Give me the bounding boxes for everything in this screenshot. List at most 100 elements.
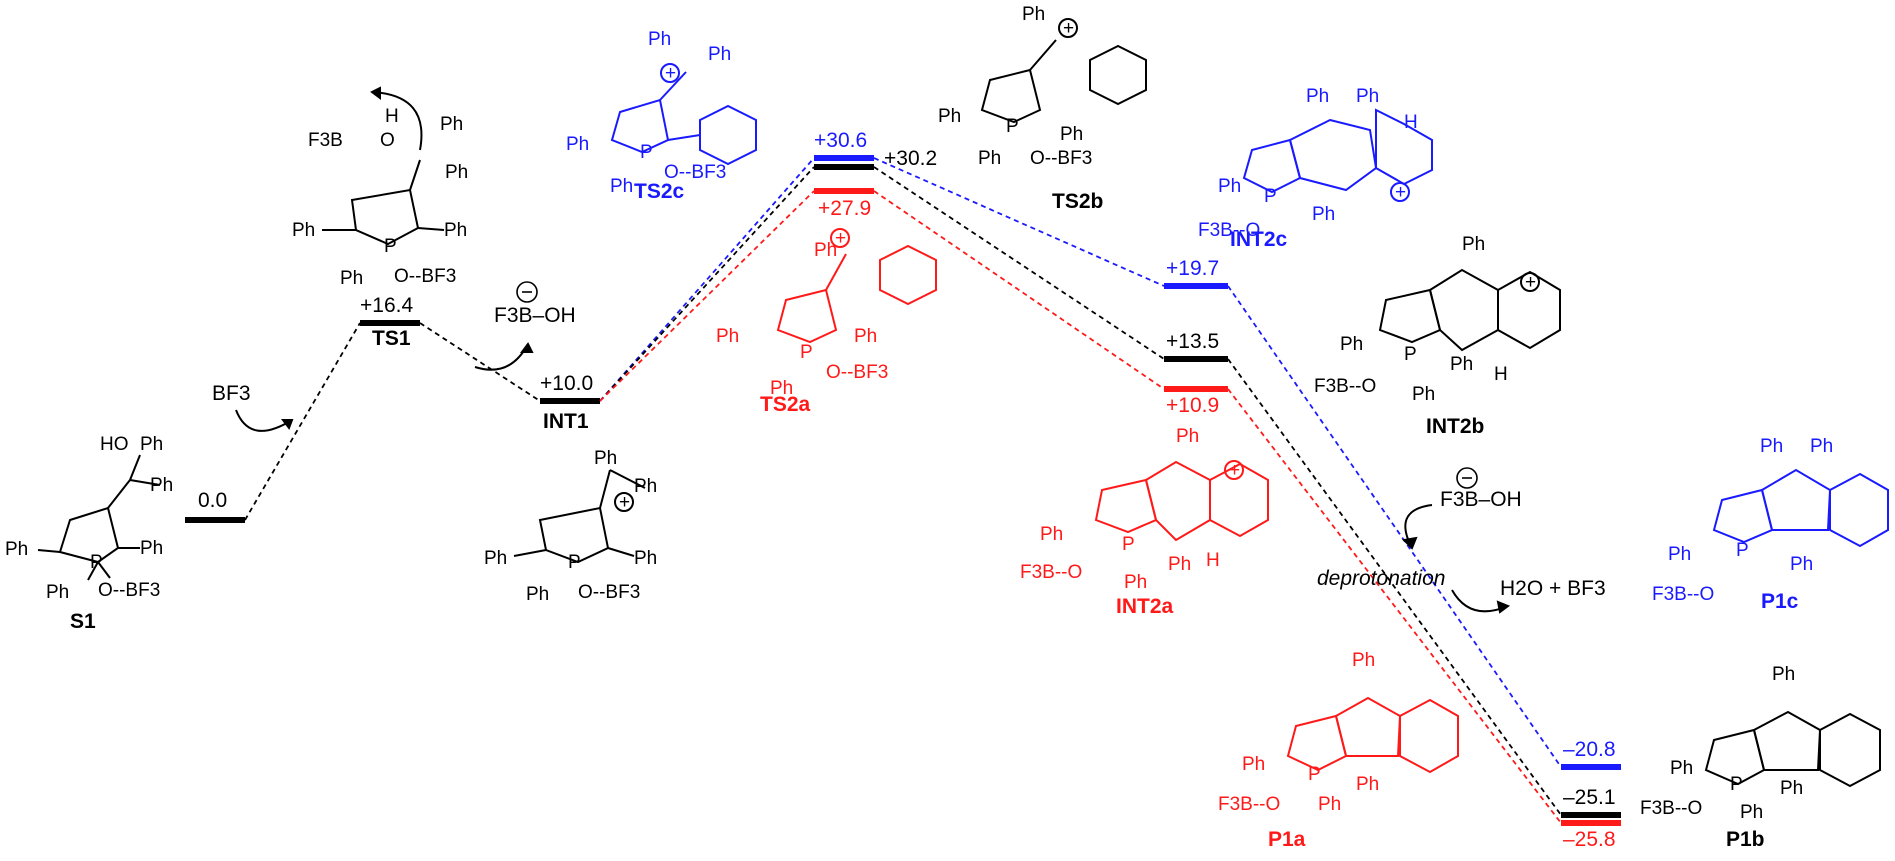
structure-ts2c-text: Ph Ph + Ph P Ph O--BF3: [566, 29, 731, 197]
svg-text:Ph: Ph: [444, 220, 467, 241]
svg-text:Ph: Ph: [445, 162, 468, 183]
minus-charge-1: [516, 281, 538, 303]
svg-text:HO: HO: [100, 434, 129, 455]
connector-int2b-p1b: [1227, 358, 1562, 816]
svg-text:Ph: Ph: [1306, 86, 1329, 107]
species-names: S1 TS1 INT1 TS2c TS2b TS2a INT2c INT2b I…: [70, 180, 1799, 851]
name-ts2a: TS2a: [760, 393, 811, 416]
svg-text:Ph: Ph: [484, 548, 507, 569]
minus-charge-2: [1456, 467, 1478, 489]
svg-text:Ph: Ph: [150, 475, 173, 496]
svg-text:Ph: Ph: [1780, 778, 1803, 799]
svg-text:O--BF3: O--BF3: [664, 162, 726, 183]
structure-s1-text: HO Ph Ph Ph Ph P Ph O--BF3: [5, 434, 173, 603]
svg-text:Ph: Ph: [140, 538, 163, 559]
svg-text:Ph: Ph: [292, 220, 315, 241]
svg-text:+: +: [1395, 182, 1406, 203]
svg-text:P: P: [1736, 540, 1749, 561]
structure-ts2c: [610, 63, 757, 166]
connector-s1-ts1: [244, 322, 361, 521]
svg-text:P: P: [1308, 764, 1321, 785]
svg-text:F3B--O: F3B--O: [1640, 798, 1702, 819]
svg-text:Ph: Ph: [594, 448, 617, 469]
energy-int2c: +19.7: [1166, 257, 1219, 280]
structure-int1-text: Ph Ph + Ph Ph P Ph O--BF3: [484, 448, 657, 605]
connector-int2a-p1a: [1227, 388, 1562, 824]
energy-ts1: +16.4: [360, 294, 413, 317]
svg-text:+: +: [1229, 460, 1240, 481]
reaction-arrows: [235, 342, 1511, 614]
svg-text:Ph: Ph: [1060, 124, 1083, 145]
svg-text:Ph: Ph: [634, 476, 657, 497]
svg-text:F3B--O: F3B--O: [1198, 220, 1260, 241]
connector-ts2a-int2a: [873, 190, 1165, 390]
svg-text:Ph: Ph: [1450, 354, 1473, 375]
svg-text:Ph: Ph: [1412, 384, 1435, 405]
energy-int1: +10.0: [540, 372, 593, 395]
svg-text:Ph: Ph: [814, 240, 837, 261]
svg-text:P: P: [90, 552, 103, 573]
structure-ts1: [322, 86, 445, 246]
structure-p1c: [1712, 468, 1889, 548]
name-p1c: P1c: [1761, 590, 1799, 613]
name-ts2b: TS2b: [1052, 190, 1103, 213]
svg-text:Ph: Ph: [1668, 544, 1691, 565]
structure-int2c-text: Ph Ph H Ph P Ph + F3B--O: [1198, 86, 1418, 241]
svg-text:Ph: Ph: [1218, 176, 1241, 197]
name-ts1: TS1: [372, 327, 411, 350]
reagent-bf3: BF3: [212, 382, 251, 405]
energy-levels: [185, 155, 1621, 826]
svg-text:Ph: Ph: [770, 378, 793, 399]
name-p1a: P1a: [1268, 828, 1306, 851]
svg-text:Ph: Ph: [716, 326, 739, 347]
svg-text:Ph: Ph: [1040, 524, 1063, 545]
structure-p1a-text: Ph Ph P Ph Ph F3B--O: [1218, 650, 1379, 815]
svg-text:Ph: Ph: [526, 584, 549, 605]
svg-text:Ph: Ph: [648, 29, 671, 50]
arrowhead-deprot-out: [1496, 600, 1511, 614]
energy-p1c: –20.8: [1563, 738, 1616, 761]
energy-ts2b: +30.2: [884, 147, 937, 170]
svg-text:H: H: [385, 106, 399, 127]
svg-text:Ph: Ph: [340, 268, 363, 289]
svg-text:P: P: [384, 236, 397, 257]
name-s1: S1: [70, 610, 96, 633]
connector-ts2b-int2b: [873, 166, 1165, 360]
structure-s1: [37, 454, 161, 581]
name-p1b: P1b: [1726, 828, 1765, 851]
svg-text:Ph: Ph: [938, 106, 961, 127]
structure-p1b: [1704, 710, 1881, 788]
svg-text:Ph: Ph: [140, 434, 163, 455]
svg-text:Ph: Ph: [46, 582, 69, 603]
structure-int2b-text: Ph + Ph P Ph Ph H F3B--O: [1314, 234, 1536, 405]
svg-text:Ph: Ph: [566, 134, 589, 155]
svg-text:Ph: Ph: [1356, 774, 1379, 795]
svg-text:Ph: Ph: [978, 148, 1001, 169]
arrow-f3boh-out: [474, 343, 529, 371]
connector-int1-ts2b: [599, 166, 815, 402]
svg-text:Ph: Ph: [1356, 86, 1379, 107]
svg-text:Ph: Ph: [1312, 204, 1335, 225]
reagent-h2o-bf3: H2O + BF3: [1500, 577, 1606, 600]
structure-int2b: [1378, 268, 1561, 352]
structure-ts2a: [776, 228, 937, 344]
svg-text:Ph: Ph: [708, 44, 731, 65]
svg-text:Ph: Ph: [1790, 554, 1813, 575]
svg-text:+: +: [1063, 18, 1074, 39]
name-ts2c: TS2c: [634, 180, 685, 203]
name-int2b: INT2b: [1426, 415, 1484, 438]
name-int1: INT1: [543, 410, 589, 433]
energy-ts2c: +30.6: [814, 129, 867, 152]
energy-ts2a: +27.9: [818, 197, 871, 220]
svg-text:+: +: [835, 228, 846, 249]
svg-text:O--BF3: O--BF3: [826, 362, 888, 383]
svg-text:F3B--O: F3B--O: [1218, 794, 1280, 815]
connector-int2c-p1c: [1227, 285, 1562, 768]
structure-p1a: [1286, 696, 1459, 774]
structure-ts2a-text: Ph + Ph Ph P Ph O--BF3: [716, 228, 888, 399]
svg-text:H: H: [1494, 364, 1508, 385]
svg-text:H: H: [1404, 112, 1418, 133]
reagent-deprotonation: deprotonation: [1317, 567, 1445, 590]
connector-ts1-int1: [419, 322, 541, 402]
